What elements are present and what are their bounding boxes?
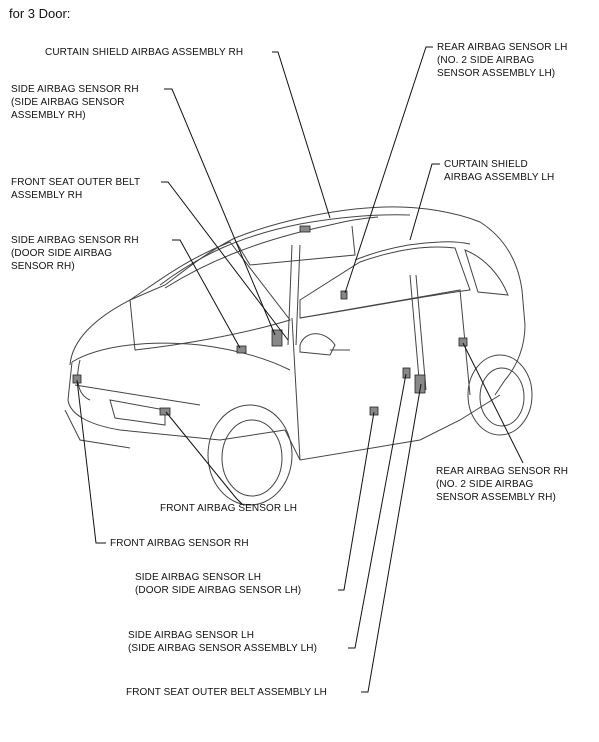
- label-side-airbag-sensor-rh-assembly: SIDE AIRBAG SENSOR RH (SIDE AIRBAG SENSO…: [11, 84, 139, 121]
- label-side-airbag-sensor-lh-assembly: SIDE AIRBAG SENSOR LH (SIDE AIRBAG SENSO…: [128, 630, 318, 654]
- label-front-airbag-sensor-rh: FRONT AIRBAG SENSOR RH: [110, 538, 249, 549]
- label-rear-airbag-sensor-rh: REAR AIRBAG SENSOR RH (NO. 2 SIDE AIRBAG…: [436, 466, 569, 503]
- components: [72, 225, 468, 416]
- label-rear-airbag-sensor-lh: REAR AIRBAG SENSOR LH (NO. 2 SIDE AIRBAG…: [437, 42, 568, 79]
- label-front-seat-outer-belt-lh: FRONT SEAT OUTER BELT ASSEMBLY LH: [126, 687, 327, 698]
- label-front-airbag-sensor-lh: FRONT AIRBAG SENSOR LH: [160, 503, 298, 514]
- page-title: for 3 Door:: [9, 6, 71, 21]
- label-front-seat-outer-belt-rh: FRONT SEAT OUTER BELT ASSEMBLY RH: [11, 177, 141, 201]
- label-curtain-shield-airbag-rh: CURTAIN SHIELD AIRBAG ASSEMBLY RH: [45, 47, 244, 58]
- label-side-airbag-sensor-rh-door: SIDE AIRBAG SENSOR RH (DOOR SIDE AIRBAG …: [11, 235, 139, 272]
- leader-lines: [76, 46, 524, 693]
- label-curtain-shield-airbag-lh: CURTAIN SHIELD AIRBAG ASSEMBLY LH: [444, 159, 555, 183]
- label-side-airbag-sensor-lh-door: SIDE AIRBAG SENSOR LH (DOOR SIDE AIRBAG …: [135, 572, 302, 596]
